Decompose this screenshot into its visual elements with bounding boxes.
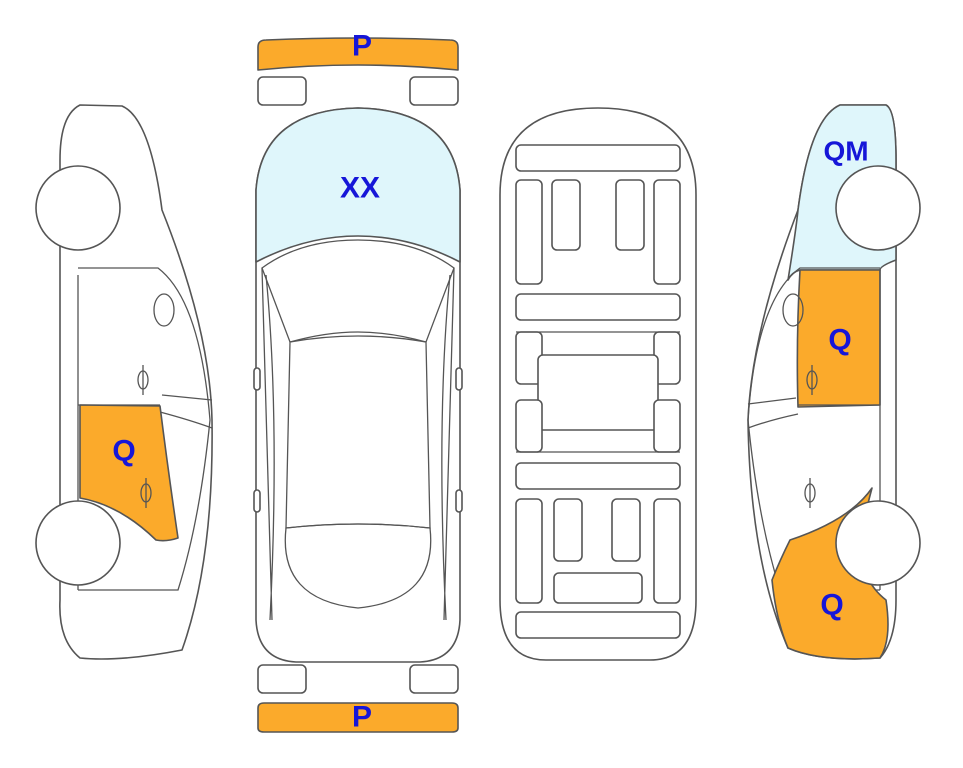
underbody-mid-front-bar [515,293,681,321]
underbody-front-left-rail [515,179,543,285]
underbody-rear-right-pocket [611,498,641,562]
left-side-mirror [153,293,175,327]
left-side-view: Q [35,104,213,660]
rear-bumper-label: P [352,701,372,734]
right-front-wheel [835,500,921,586]
hood-label: XX [340,172,380,205]
underbody-front-crossmember [515,144,681,172]
front-left-light [257,76,307,106]
top-right-rear-handle [455,489,463,513]
top-left-rear-handle [253,489,261,513]
top-left-mirror [253,367,261,391]
left-front-door-handle [137,365,149,395]
right-front-door-handle [804,478,816,508]
right-front-fender-label: Q [820,589,843,622]
underbody-rear-right-rail [653,498,681,604]
left-rear-wheel [35,500,121,586]
windshield-outline [261,239,455,343]
left-side-window-line [159,394,213,429]
left-rear-door-handle [140,478,152,508]
rear-window-outline [284,523,432,609]
rear-bumper-zone[interactable] [257,702,459,733]
hood-zone[interactable] [255,107,461,263]
right-rear-wheel [835,165,921,251]
underbody-center-tunnel [537,354,659,431]
left-side-cabin-outline [78,267,211,591]
right-side-cabin-outline [747,267,880,591]
right-side-window-line [747,397,799,429]
underbody-floor-frame [516,331,680,453]
right-rear-door-label: Q [828,324,851,357]
left-front-wheel [35,165,121,251]
top-view: P XX P [253,30,463,734]
right-rear-door-handle [806,365,818,395]
underbody-rear-left-rail [515,498,543,604]
underbody-front-right-pocket [615,179,645,251]
left-rear-door-label: Q [112,435,135,468]
underbody-rear-left-pocket [553,498,583,562]
underbody-view [499,107,697,661]
underbody-spare-tire-well [553,572,643,604]
underbody-rear-crossmember [515,611,681,639]
underbody-left-sill-rear [515,399,543,453]
front-bumper-label: P [352,30,372,63]
top-right-a-pillar [441,267,455,621]
front-bumper-zone[interactable] [257,37,459,71]
right-side-view: QM Q Q [747,104,921,660]
front-right-light [409,76,459,106]
rear-right-light [409,664,459,694]
left-rear-door-zone[interactable] [79,404,179,542]
top-left-a-pillar [261,267,275,621]
underbody-right-sill-rear [653,399,681,453]
right-side-mirror [782,293,804,327]
underbody-front-right-rail [653,179,681,285]
underbody-front-left-pocket [551,179,581,251]
right-rear-door-zone[interactable] [796,269,881,408]
underbody-mid-rear-bar [515,462,681,490]
rear-left-light [257,664,307,694]
top-right-mirror [455,367,463,391]
right-rear-fender-label: QM [823,136,868,167]
